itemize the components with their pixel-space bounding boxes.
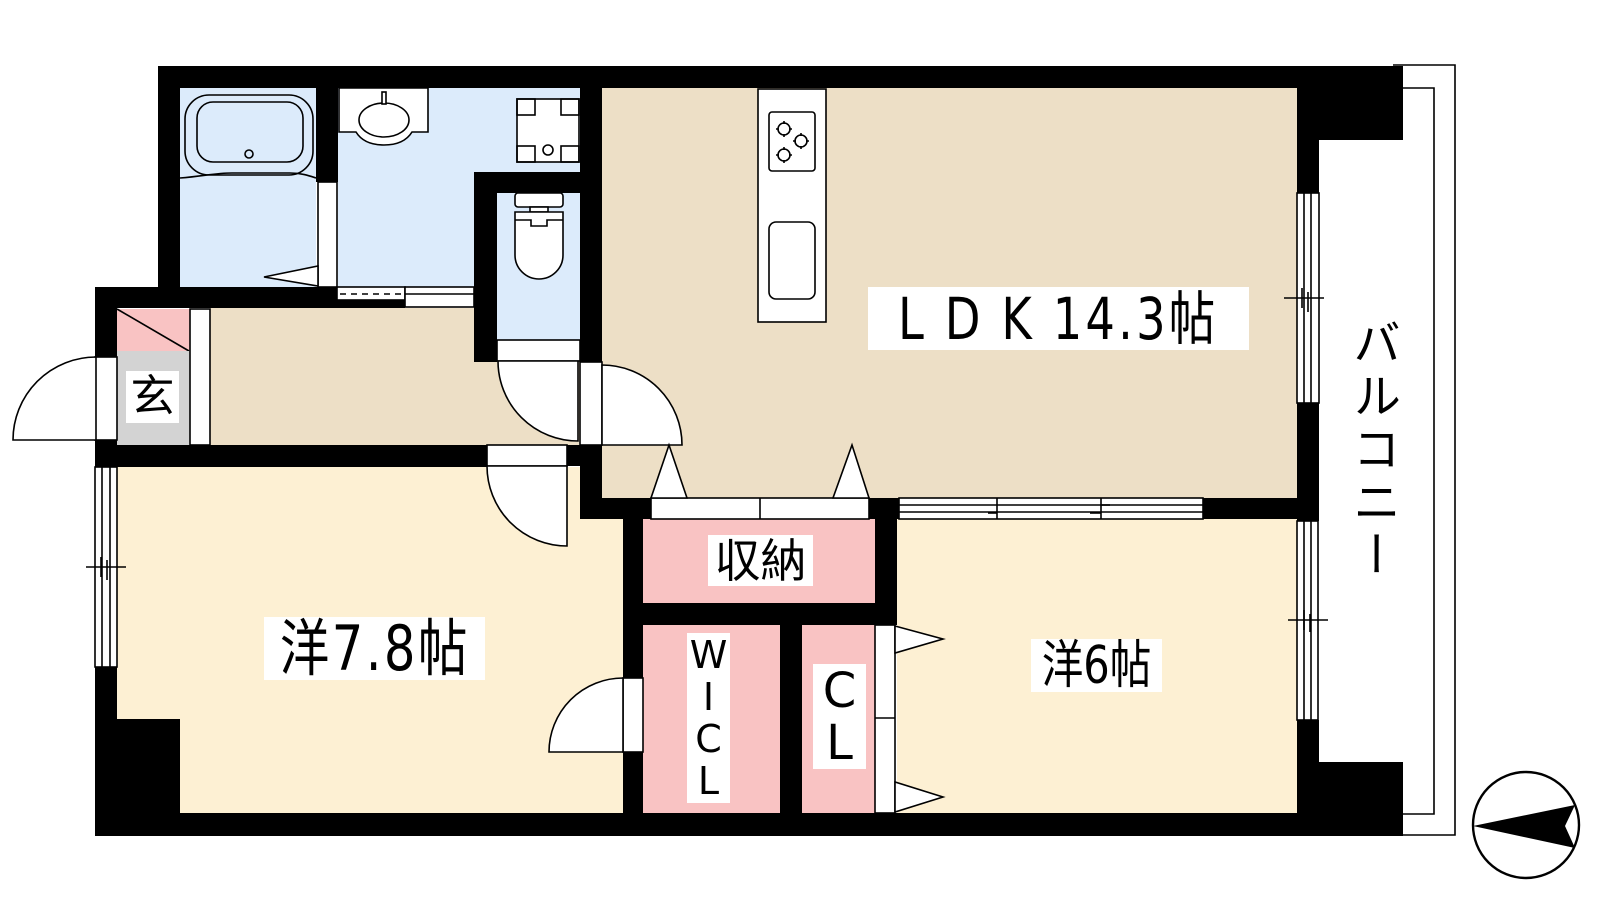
door-swing-icon <box>497 360 579 442</box>
ldk-label: LDK14.3帖 <box>868 287 1249 350</box>
wall <box>1297 140 1319 193</box>
wall <box>95 813 1403 836</box>
door-swing-icon <box>486 465 568 547</box>
wall <box>95 445 487 467</box>
entrance-label-text: 玄 <box>130 371 175 422</box>
wall <box>780 625 802 813</box>
cl-char: L <box>826 714 853 771</box>
ldk-label-text: LDK14.3帖 <box>898 290 1218 348</box>
western-room-2-label-text: 洋6帖 <box>1041 635 1152 696</box>
fixtures <box>179 87 827 323</box>
wall <box>158 66 1403 88</box>
wall <box>580 498 651 519</box>
folding-door-icon <box>894 780 946 814</box>
western-room-1-label: 洋7.8帖 <box>264 617 485 680</box>
bathtub-icon <box>179 94 317 179</box>
wall <box>316 66 338 182</box>
bathroom-floor <box>180 88 316 287</box>
ldk-room-type: LDK <box>898 284 1053 353</box>
wicl-char: I <box>702 675 715 719</box>
storage-label-text: 収納 <box>714 533 807 588</box>
wall <box>474 172 497 362</box>
door-swing-icon <box>12 356 97 441</box>
balcony-label: バルコニー <box>1344 318 1400 583</box>
window-western-room-1 <box>86 466 126 668</box>
walk-in-closet-door <box>622 677 644 753</box>
kitchen-sink-icon <box>768 221 816 300</box>
entrance-label: 玄 <box>126 371 179 423</box>
walk-in-closet-label: W I C L <box>687 633 730 803</box>
wash-basin-icon <box>338 87 429 146</box>
toilet-icon <box>514 192 564 280</box>
closet-label: C L <box>813 664 866 769</box>
hallway-floor <box>210 308 580 445</box>
windows <box>86 192 1328 721</box>
north-arrow-icon <box>1471 770 1581 880</box>
folding-door-icon <box>894 624 946 655</box>
wall <box>623 752 643 813</box>
wicl-char: L <box>697 759 720 803</box>
door-swing-icon <box>601 364 683 446</box>
folding-door-icon <box>831 442 871 499</box>
cl-char: C <box>822 662 857 719</box>
wall <box>95 719 180 813</box>
wall <box>337 300 405 308</box>
bathroom-door <box>317 181 338 288</box>
washroom-sliding-door <box>404 286 475 308</box>
washing-machine-pan-icon <box>516 98 580 163</box>
interior-sliding-doors <box>898 497 1204 520</box>
stove-icon <box>768 111 816 172</box>
washroom-sliding-door <box>336 286 406 301</box>
entrance-door <box>94 356 118 441</box>
walls <box>95 66 1403 836</box>
shoe-cabinet-diagonal <box>116 308 190 352</box>
closet-folding-door <box>874 624 896 814</box>
toilet-door <box>496 339 581 362</box>
wicl-char: C <box>695 717 722 761</box>
wall <box>1297 403 1319 521</box>
wicl-char: W <box>689 633 728 677</box>
window-western-room-2 <box>1288 520 1328 721</box>
wall <box>95 287 337 308</box>
folding-door-icon <box>649 442 689 499</box>
balcony-outline <box>1393 64 1456 836</box>
storage-label: 収納 <box>708 535 813 586</box>
entrance-step <box>189 308 211 446</box>
ldk-room-size: 14.3帖 <box>1052 284 1219 353</box>
western-room-1-door <box>486 444 568 467</box>
western-room-1-label-text: 洋7.8帖 <box>279 611 470 685</box>
wall <box>1203 498 1297 519</box>
wall <box>1297 720 1319 762</box>
wall <box>474 172 580 193</box>
western-room-2-label: 洋6帖 <box>1031 639 1162 692</box>
doors <box>12 181 1204 814</box>
wall <box>158 66 180 287</box>
window-ldk <box>1284 192 1324 404</box>
wall <box>623 519 643 678</box>
wall <box>875 498 897 625</box>
ldk-door <box>579 361 603 446</box>
wall <box>1297 66 1403 140</box>
door-swing-icon <box>548 677 624 753</box>
folding-door-icon <box>263 265 319 287</box>
kitchen-counter-icon <box>757 88 827 323</box>
wall <box>643 603 875 625</box>
wall <box>95 287 117 357</box>
wall <box>580 66 602 362</box>
